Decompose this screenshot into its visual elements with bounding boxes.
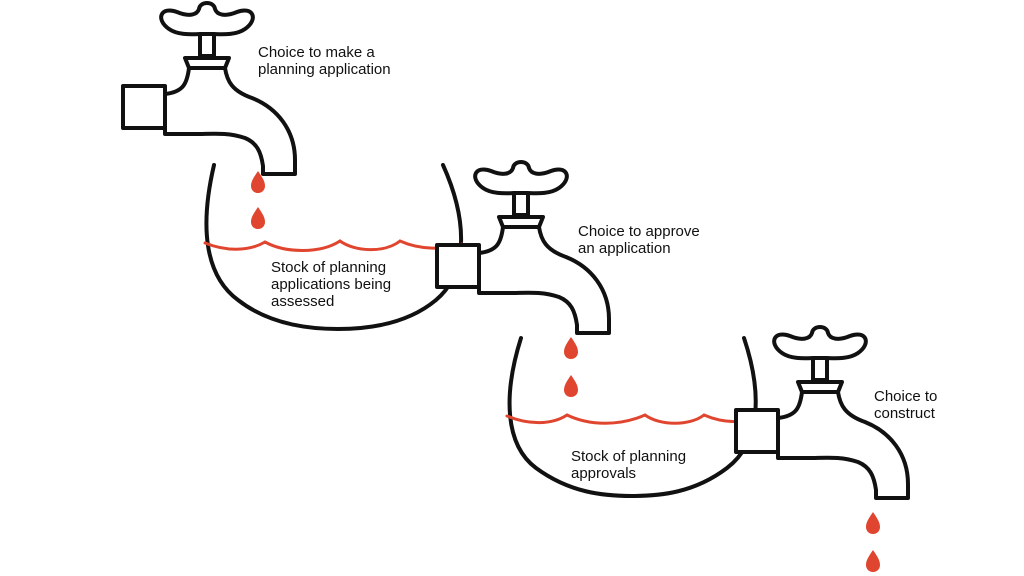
stock-water-level-1 <box>203 239 464 252</box>
water-drop-icon <box>866 550 880 572</box>
water-drop-icon <box>564 337 578 359</box>
stock-label-approvals: Stock of planning approvals <box>571 448 687 482</box>
tap-icon-1 <box>121 1 297 176</box>
stock-label-applications: Stock of planning applications being ass… <box>271 259 392 310</box>
tap-label-construct: Choice to construct <box>874 388 938 422</box>
water-drop-icon <box>251 207 265 229</box>
water-drop-icon <box>564 375 578 397</box>
tap-label-approve-application: Choice to approve an application <box>578 223 700 257</box>
tap-label-make-application: Choice to make a planning application <box>258 44 391 78</box>
stock-water-level-2 <box>505 413 762 425</box>
water-drop-icon <box>866 512 880 534</box>
